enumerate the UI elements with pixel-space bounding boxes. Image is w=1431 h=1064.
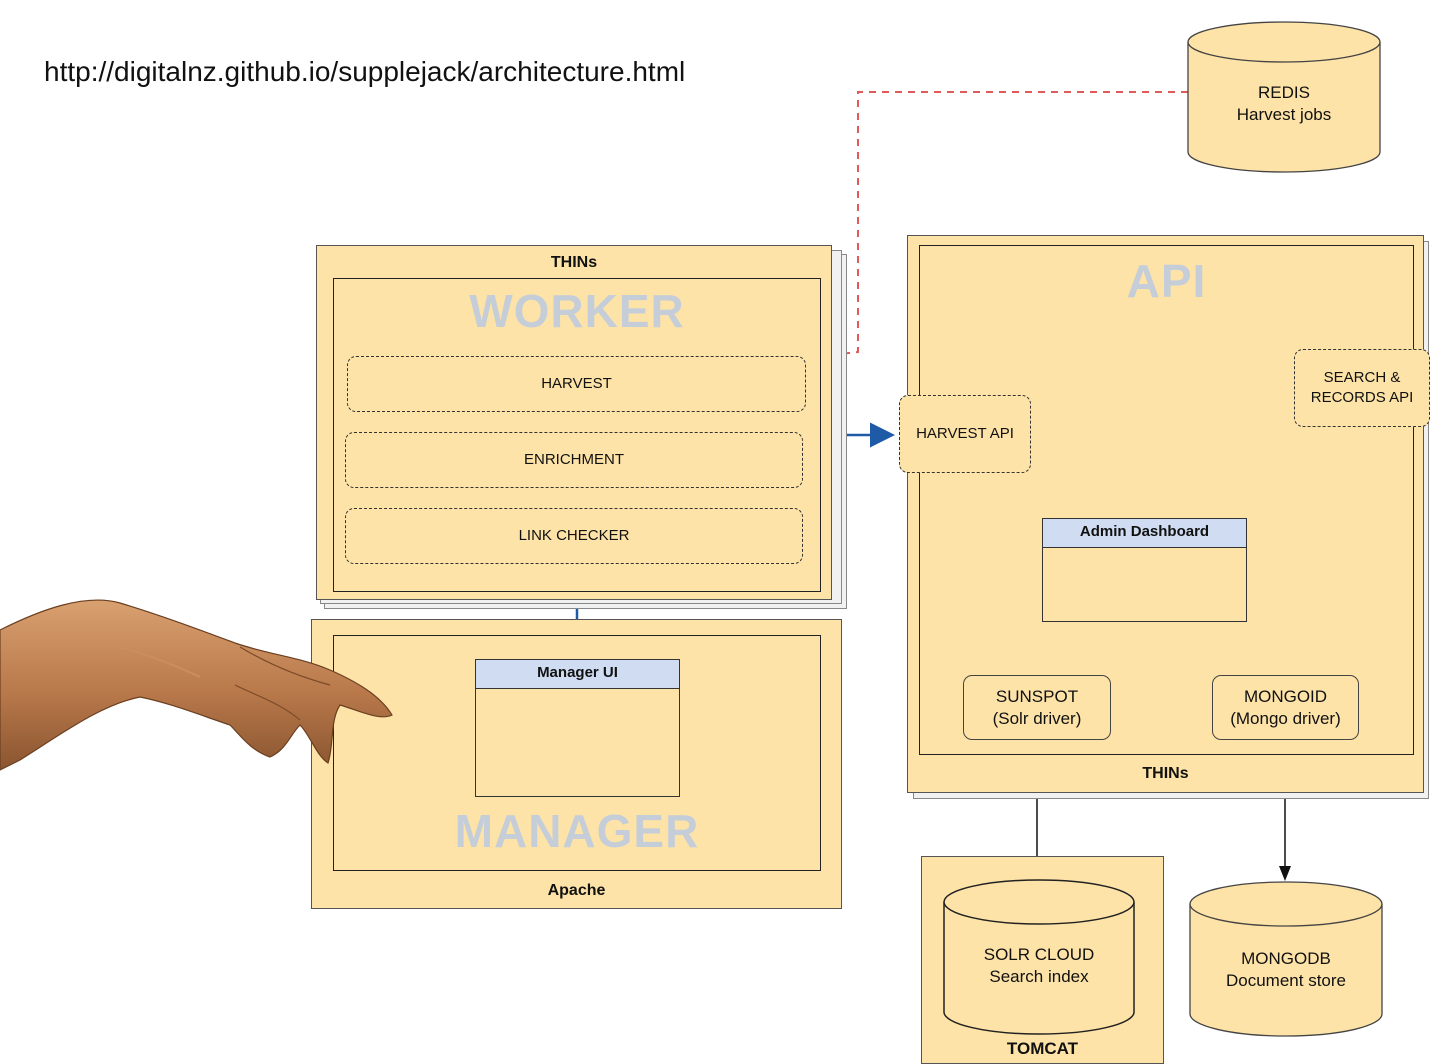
redis-cylinder — [1187, 21, 1381, 173]
mongoid-title: MONGOID — [1243, 686, 1328, 706]
manager-watermark: MANAGER — [454, 805, 700, 857]
api-container-label: THINs — [1142, 765, 1189, 782]
search-records-api-module: SEARCH & RECORDS API — [1294, 349, 1430, 427]
sunspot-subtitle: (Solr driver) — [992, 708, 1082, 728]
harvest-api-module: HARVEST API — [899, 395, 1031, 473]
mongoid-module: MONGOID (Mongo driver) — [1212, 675, 1359, 740]
api-watermark: API — [1126, 255, 1207, 307]
redis-title: REDIS — [1258, 83, 1310, 102]
mongodb-label: MONGODB Document store — [1188, 948, 1384, 992]
worker-watermark: WORKER — [469, 285, 685, 337]
manager-ui-header: Manager UI — [476, 660, 679, 689]
redis-subtitle: Harvest jobs — [1236, 105, 1332, 124]
solr-cylinder — [943, 879, 1135, 1035]
redis-label: REDIS Harvest jobs — [1186, 82, 1382, 126]
manager-container-label: Apache — [547, 882, 606, 899]
pointing-hand-icon — [0, 599, 393, 771]
harvest-module: HARVEST — [347, 356, 806, 412]
search-api-line-2: RECORDS API — [1310, 389, 1414, 406]
url-text: http://digitalnz.github.io/supplejack/ar… — [44, 56, 686, 87]
redis-link — [819, 91, 1188, 357]
sunspot-title: SUNSPOT — [995, 686, 1079, 706]
solr-label: SOLR CLOUD Search index — [942, 944, 1136, 988]
admin-dashboard-header: Admin Dashboard — [1043, 519, 1246, 548]
search-api-line-1: SEARCH & — [1323, 369, 1401, 386]
solr-subtitle: Search index — [989, 967, 1089, 986]
api-inner — [919, 245, 1414, 755]
mongodb-subtitle: Document store — [1226, 971, 1346, 990]
admin-dashboard-component: Admin Dashboard — [1042, 518, 1247, 622]
enrichment-module: ENRICHMENT — [345, 432, 803, 488]
tomcat-label: TOMCAT — [1006, 1039, 1079, 1058]
mongodb-cylinder — [1189, 881, 1383, 1037]
mongoid-subtitle: (Mongo driver) — [1230, 708, 1341, 728]
sunspot-module: SUNSPOT (Solr driver) — [963, 675, 1111, 740]
manager-ui-component: Manager UI — [475, 659, 680, 797]
solr-title: SOLR CLOUD — [983, 945, 1095, 964]
link-checker-module: LINK CHECKER — [345, 508, 803, 564]
mongodb-title: MONGODB — [1241, 949, 1331, 968]
worker-container-label: THINs — [550, 254, 598, 271]
